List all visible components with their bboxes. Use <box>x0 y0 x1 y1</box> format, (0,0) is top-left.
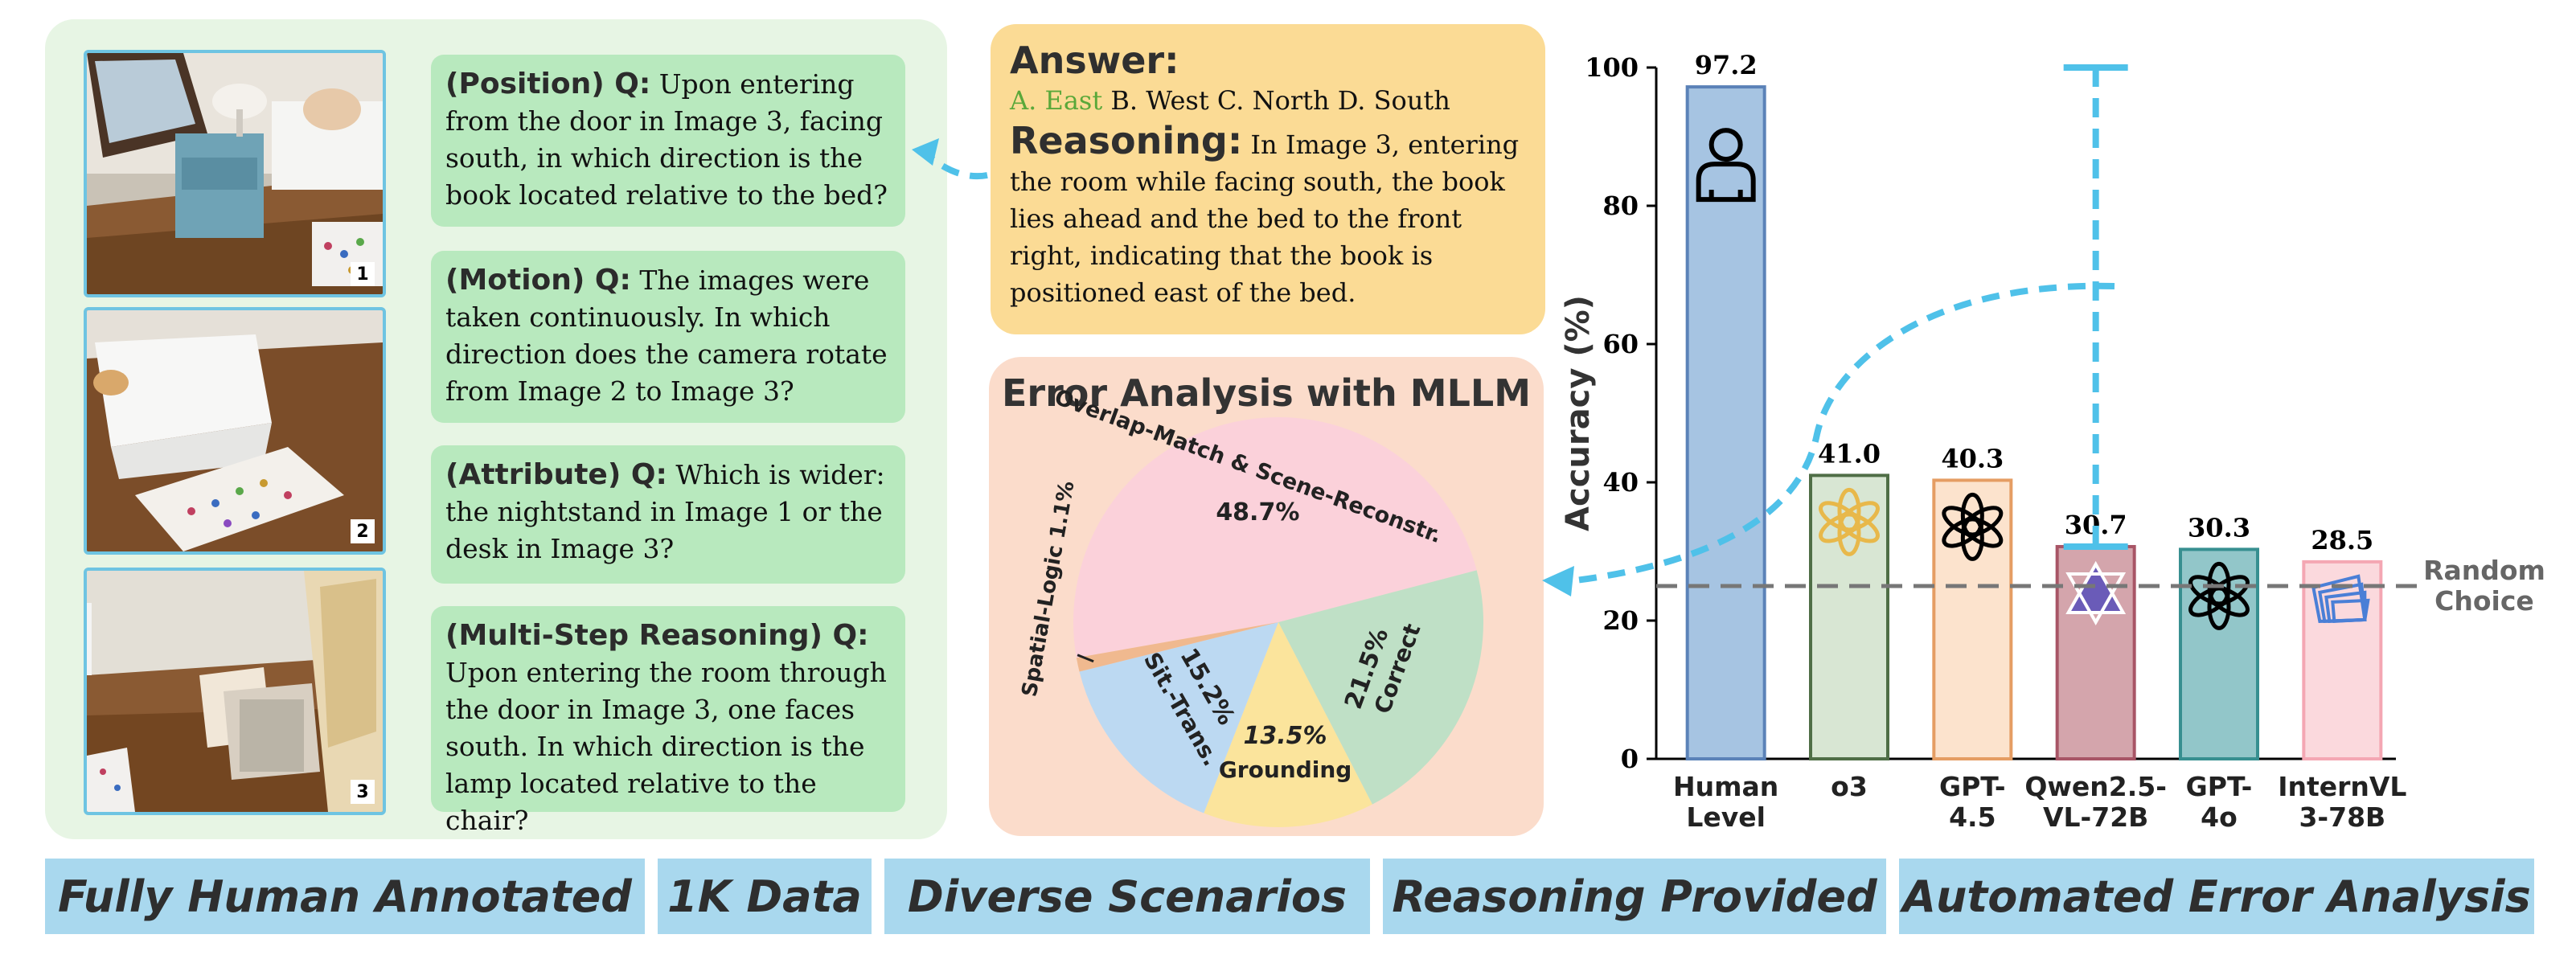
x-category-label: GPT- <box>1939 771 2006 802</box>
scene-image-1: 1 <box>84 50 386 297</box>
banner-fully-human-annotated: Fully Human Annotated <box>45 859 645 934</box>
y-axis-label: Accuracy (%) <box>1560 295 1597 531</box>
x-category-label: GPT- <box>2186 771 2253 802</box>
image-number-label: 3 <box>351 780 375 804</box>
x-category-label: 4o <box>2201 801 2238 833</box>
bar-value-label: 40.3 <box>1941 443 2004 473</box>
error-analysis-title: Error Analysis with MLLM <box>1002 371 1531 415</box>
x-category-label: InternVL <box>2278 771 2406 802</box>
question-text: Upon entering the room through the door … <box>445 657 887 836</box>
question-text: Which is wider: the nightstand in Image … <box>445 459 885 564</box>
banner-diverse-scenarios: Diverse Scenarios <box>884 859 1370 934</box>
banner-reasoning-provided: Reasoning Provided <box>1383 859 1886 934</box>
y-tick-label: 0 <box>1621 744 1639 774</box>
question-tag: (Motion) Q: <box>445 264 631 297</box>
answer-box: Answer: A. East B. West C. North D. Sout… <box>991 24 1545 334</box>
error-pie-chart: 48.7%Overlap-Match & Scene-Reconstr.21.5… <box>1018 385 1483 827</box>
bar-gpt-4-5 <box>1932 478 2013 760</box>
reasoning-text: In Image 3, entering the room while faci… <box>1010 129 1520 308</box>
image-number-label: 1 <box>351 262 375 286</box>
qa-examples-panel: 1 2 <box>45 19 947 839</box>
reasoning-block: Reasoning: In Image 3, entering the room… <box>1010 122 1526 311</box>
internvl-icon <box>2311 574 2370 623</box>
pie-slice <box>1204 622 1372 827</box>
y-tick-label: 100 <box>1585 52 1639 83</box>
question-multistep: (Multi-Step Reasoning) Q: Upon entering … <box>431 606 905 836</box>
x-category-label: Level <box>1686 801 1766 833</box>
y-tick-label: 60 <box>1602 329 1639 359</box>
bar-o3 <box>1809 473 1889 761</box>
random-choice-label: Random <box>2423 555 2545 586</box>
pie-slice <box>1076 622 1278 672</box>
scene-image-3: 3 <box>84 568 386 815</box>
pie-slice <box>1079 622 1278 814</box>
error-analysis-panel: Error Analysis with MLLM 48.7%Overlap-Ma… <box>989 357 1544 836</box>
pie-category-label: Spatial-Logic 1.1% <box>1018 479 1080 699</box>
banner-automated-error-analysis: Automated Error Analysis <box>1899 859 2534 934</box>
bar-value-label: 41.0 <box>1818 438 1881 469</box>
pie-slice <box>1278 570 1483 805</box>
bar-value-label: 97.2 <box>1695 50 1758 80</box>
random-choice-label: Choice <box>2434 585 2534 617</box>
question-text: The images were taken continuously. In w… <box>445 264 888 407</box>
x-category-label: VL-72B <box>2043 801 2148 833</box>
scene-image-2: 2 <box>84 307 386 555</box>
question-position: (Position) Q: Upon entering from the doo… <box>431 55 905 227</box>
pie-pct-label: 13.5% <box>1244 722 1327 750</box>
person-icon <box>1696 128 1756 203</box>
x-category-label: 3-78B <box>2299 801 2385 833</box>
answer-options: A. East B. West C. North D. South <box>1010 82 1526 119</box>
pie-category-label: Grounding <box>1219 756 1352 783</box>
answer-heading: Answer: <box>1010 39 1179 82</box>
reasoning-heading: Reasoning: <box>1010 119 1243 162</box>
question-tag: (Multi-Step Reasoning) Q: <box>445 619 869 652</box>
question-motion: (Motion) Q: The images were taken contin… <box>431 251 905 423</box>
image-number-label: 2 <box>351 519 375 543</box>
question-tag: (Attribute) Q: <box>445 458 667 491</box>
x-category-label: Human <box>1673 771 1778 802</box>
x-category-label: o3 <box>1831 771 1868 802</box>
pie-pct-label: 48.7% <box>1216 498 1299 527</box>
correct-option: A. East <box>1010 85 1103 116</box>
x-category-label: 4.5 <box>1949 801 1996 833</box>
bar-value-label: 28.5 <box>2311 525 2373 555</box>
pie-leader-line <box>1077 654 1094 663</box>
other-options: B. West C. North D. South <box>1110 85 1450 116</box>
pie-slice <box>1073 416 1477 658</box>
y-tick-label: 40 <box>1602 467 1639 498</box>
y-tick-label: 80 <box>1602 191 1639 221</box>
banner-1k-data: 1K Data <box>658 859 872 934</box>
question-tag: (Position) Q: <box>445 68 651 100</box>
x-category-label: Qwen2.5- <box>2024 771 2167 802</box>
question-attribute: (Attribute) Q: Which is wider: the night… <box>431 445 905 584</box>
question-text: Upon entering from the door in Image 3, … <box>445 68 888 211</box>
y-tick-label: 20 <box>1602 605 1639 636</box>
bar-value-label: 30.3 <box>2188 512 2250 543</box>
